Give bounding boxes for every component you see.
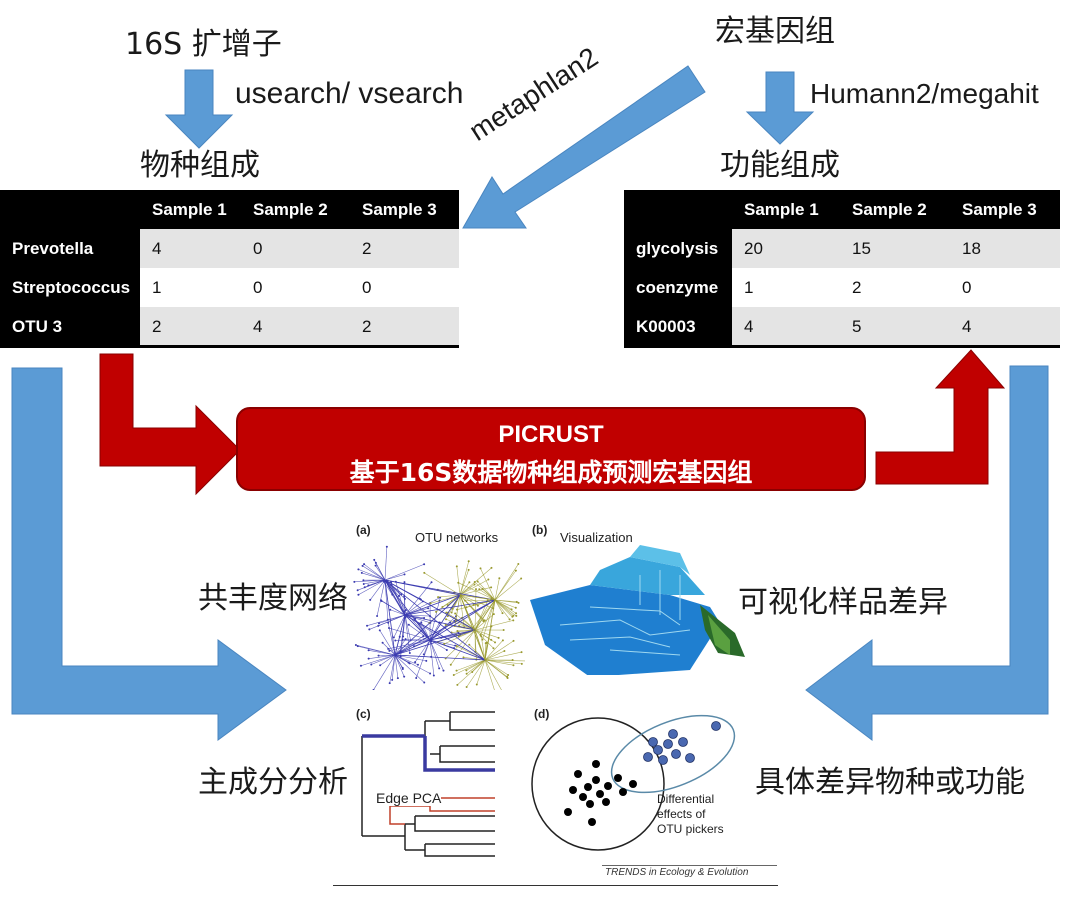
picrust-banner: PICRUST 基于16S数据物种组成预测宏基因组 [236,407,866,491]
panel-b-title: Visualization [560,530,633,545]
table-cell: 5 [840,307,950,346]
table-cell: 1 [732,268,840,307]
table-cell: 4 [241,307,350,346]
row-header: K00003 [624,307,732,346]
row-header: Streptococcus [0,268,140,307]
row-header: OTU 3 [0,307,140,346]
network-label: 共丰度网络 [198,581,348,616]
edge-pca-tree [361,711,495,857]
table-cell: 2 [140,307,241,346]
panel-d-line1: Differential [657,792,715,806]
column-header: Sample 3 [962,199,1037,219]
row-header: Prevotella [0,229,140,268]
table-cell: 20 [732,229,840,268]
column-header: Sample 3 [362,199,437,219]
column-header: Sample 1 [744,199,819,219]
panel-d-line3: OTU pickers [657,822,724,836]
pca-label: 主成分分析 [198,765,348,800]
table-cell: 0 [241,268,350,307]
table-cell: 0 [950,268,1060,307]
amplicon-label: 16S 扩增子 [125,27,282,62]
row-header: glycolysis [624,229,732,268]
credit-rule [602,865,777,866]
credit-text: TRENDS in Ecology & Evolution [605,867,749,878]
row-header: coenzyme [624,268,732,307]
table-cell: 1 [140,268,241,307]
table-cell: 18 [950,229,1060,268]
column-header: Sample 2 [852,199,927,219]
otu-network-figure [353,545,525,690]
table-cell: 0 [350,268,459,307]
table-cell: 4 [732,307,840,346]
table-cell: 0 [241,229,350,268]
panel-a-title: OTU networks [415,530,499,545]
visual-diff-label: 可视化样品差异 [738,585,948,620]
humann-label: Humann2/megahit [810,78,1039,109]
blue-l-arrow-right [805,365,1049,742]
panel-d-caption: Differential effects of OTU pickers [657,792,724,837]
panel-b-tag: (b) [532,523,548,537]
table-cell: 15 [840,229,950,268]
table-cell: 2 [840,268,950,307]
column-header: Sample 2 [253,199,328,219]
blue-l-arrow-left [11,367,287,741]
picrust-subtitle: 基于16S数据物种组成预测宏基因组 [349,458,753,487]
down-arrow-right [745,71,815,145]
specific-diff-label: 具体差异物种或功能 [755,765,1025,800]
bottom-rule [333,885,778,886]
picrust-title: PICRUST [498,421,604,448]
table-cell: 4 [140,229,241,268]
function-table-title: 功能组成 [720,148,840,183]
usearch-label: usearch/ vsearch [235,77,464,110]
panel-d-tag: (d) [534,707,550,721]
table-cell: 4 [950,307,1060,346]
red-arrow-into-picrust [99,353,241,496]
visualization-figure [530,545,745,675]
corner-cell [0,190,140,229]
metagenome-label: 宏基因组 [715,14,835,49]
red-arrow-out-of-picrust [875,349,1006,485]
species-table-title: 物种组成 [140,148,260,183]
column-header: Sample 1 [152,199,227,219]
differential-effects-figure [531,714,736,851]
down-arrow-left [164,69,234,149]
table-cell: 2 [350,307,459,346]
diagonal-arrow-metaphlan [462,65,706,229]
panel-c-title: Edge PCA [376,790,442,806]
table-cell: 2 [350,229,459,268]
panel-c-tag: (c) [356,707,371,721]
corner-cell [624,190,732,229]
panel-a-tag: (a) [356,523,371,537]
panel-d-line2: effects of [657,807,706,821]
